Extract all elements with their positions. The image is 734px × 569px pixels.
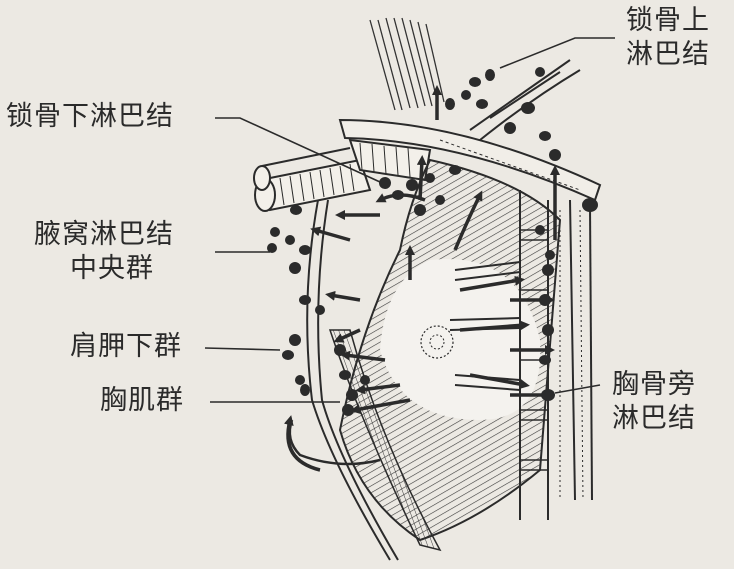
label-axillary-central: 腋窝淋巴结 中央群 bbox=[34, 218, 174, 286]
leader-lines bbox=[204, 37, 615, 403]
lymph-flow-arrows bbox=[283, 85, 560, 472]
neck-muscle bbox=[369, 17, 445, 111]
label-supraclavicular-line2: 淋巴结 bbox=[626, 39, 710, 70]
label-pectoral-text: 胸肌群 bbox=[100, 385, 184, 416]
label-subscapular: 肩胛下群 bbox=[70, 330, 182, 364]
label-infraclavicular: 锁骨下淋巴结 bbox=[6, 100, 174, 134]
label-supraclavicular-line1: 锁骨上 bbox=[626, 5, 710, 36]
return-flow-curve bbox=[288, 419, 381, 466]
label-subscapular-text: 肩胛下群 bbox=[70, 331, 182, 362]
label-parasternal: 胸骨旁 淋巴结 bbox=[612, 368, 696, 436]
label-supraclavicular: 锁骨上 淋巴结 bbox=[626, 4, 710, 72]
label-pectoral: 胸肌群 bbox=[100, 384, 184, 418]
sternum-ribs bbox=[519, 190, 593, 520]
label-axillary-central-line2: 中央群 bbox=[70, 253, 154, 284]
axillary-vessels bbox=[253, 138, 432, 212]
chest-wall bbox=[306, 199, 399, 561]
label-axillary-central-line1: 腋窝淋巴结 bbox=[34, 219, 174, 250]
label-parasternal-line2: 淋巴结 bbox=[612, 403, 696, 434]
label-parasternal-line1: 胸骨旁 bbox=[612, 369, 696, 400]
lymph-nodes bbox=[267, 67, 598, 416]
label-infraclavicular-text: 锁骨下淋巴结 bbox=[6, 101, 174, 132]
